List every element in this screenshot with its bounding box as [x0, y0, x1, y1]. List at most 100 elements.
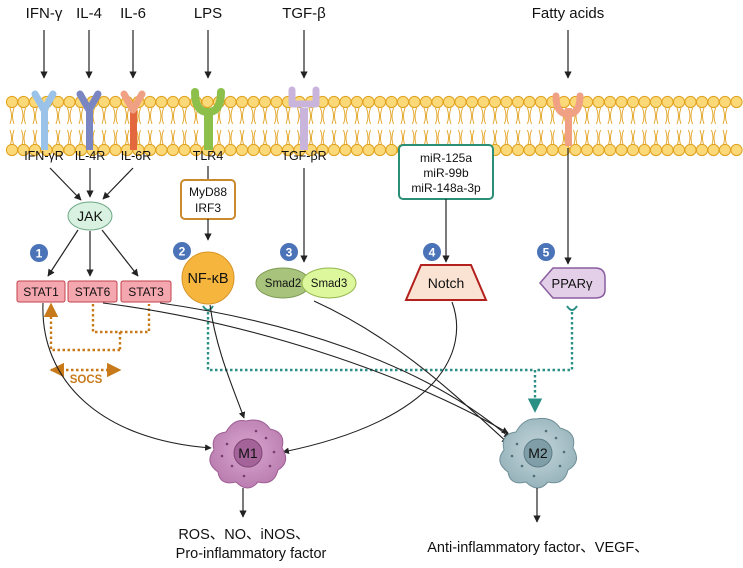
lipid-tail: [607, 129, 610, 147]
lipid-tail: [504, 107, 507, 125]
lipid-head: [523, 143, 536, 157]
lipid-head: [672, 143, 686, 157]
stat1-box: STAT1: [16, 280, 66, 303]
lipid-tail: [676, 129, 679, 147]
smad3-node: Smad3: [301, 267, 357, 299]
lipid-tail: [596, 129, 599, 147]
lipid-tail: [366, 107, 369, 125]
lipid-tail: [354, 107, 357, 125]
lipid-tail: [483, 107, 486, 125]
ifn-gamma-receptor: [31, 90, 57, 150]
lipid-tail: [58, 129, 61, 147]
lipid-tail: [414, 107, 417, 125]
lipid-tail: [124, 107, 127, 125]
lipid-head: [166, 143, 180, 157]
lipid-head: [626, 95, 640, 109]
lipid-tail: [253, 129, 256, 147]
lipid-tail: [550, 129, 553, 147]
lipid-tail: [403, 129, 406, 147]
lipid-tail: [679, 107, 682, 125]
lipid-tail: [67, 129, 70, 147]
il4-receptor: [76, 90, 102, 150]
lipid-tail: [403, 107, 406, 125]
svg-text:5: 5: [543, 246, 550, 260]
ppar-inhibit-cup: [566, 305, 578, 311]
lipid-tail: [653, 129, 656, 147]
lipid-head: [5, 143, 19, 157]
lipid-head: [109, 143, 122, 157]
lipid-tail: [230, 129, 233, 147]
lipid-tail: [400, 107, 403, 125]
lipid-head: [500, 95, 513, 109]
lipid-tail: [391, 129, 394, 147]
lipid-head: [534, 143, 548, 157]
lipid-tail: [423, 107, 426, 125]
ligand-lps: LPS: [194, 5, 222, 22]
lipid-tail: [529, 107, 532, 125]
lipid-head: [224, 143, 237, 157]
lipid-tail: [345, 129, 348, 147]
lipid-tail: [9, 107, 12, 125]
lipid-tail: [584, 107, 587, 125]
lipid-head: [523, 95, 536, 109]
lipid-tail: [127, 107, 130, 125]
arrow-stat6-m2: [102, 302, 509, 434]
lipid-head: [350, 143, 364, 157]
lipid-tail: [182, 107, 185, 125]
notch-label: Notch: [428, 275, 465, 291]
ppar-label: PPARγ: [552, 276, 593, 291]
lipid-tail: [492, 129, 495, 147]
lipid-tail: [55, 129, 58, 147]
svg-text:Smad3: Smad3: [311, 278, 347, 290]
lipid-head: [258, 143, 272, 157]
svg-text:IRF3: IRF3: [195, 201, 221, 215]
lipid-tail: [147, 107, 150, 125]
svg-text:4: 4: [429, 246, 436, 260]
ligand-ifn-gamma: IFN-γ: [26, 5, 63, 22]
lipid-tail: [630, 107, 633, 125]
lipid-head: [684, 95, 697, 109]
lipid-tail: [633, 129, 636, 147]
lipid-tail: [518, 129, 521, 147]
lipid-tail: [138, 107, 141, 125]
lipid-head: [63, 95, 76, 109]
lipid-head: [339, 143, 352, 157]
lipid-tail: [138, 129, 141, 147]
nfkb-inhibit-cup: [202, 305, 214, 311]
lipid-head: [477, 95, 490, 109]
lipid-tail: [12, 107, 15, 125]
lipid-tail: [552, 107, 555, 125]
lipid-head: [454, 95, 467, 109]
lipid-tail: [216, 129, 219, 147]
lipid-tail: [725, 107, 728, 125]
lipid-tail: [285, 129, 288, 147]
lipid-head: [661, 95, 674, 109]
lipid-head: [178, 95, 191, 109]
lipid-tail: [538, 129, 541, 147]
arrow-jak-stat1: [47, 229, 79, 277]
lipid-tail: [228, 107, 231, 125]
arrow-stat3-m2: [159, 302, 511, 439]
lipid-head: [17, 95, 30, 109]
lipid-head: [327, 95, 341, 109]
lipid-tail: [311, 107, 314, 125]
badge-3: 3: [280, 243, 298, 261]
lipid-tail: [699, 129, 702, 147]
nfkb-label: NF-κB: [187, 271, 228, 287]
lipid-head: [730, 95, 743, 109]
label-il4r: IL-4R: [75, 149, 106, 163]
lipid-tail: [460, 129, 463, 147]
lipid-head: [615, 95, 628, 109]
lipid-tail: [506, 129, 509, 147]
lipid-tail: [449, 129, 452, 147]
lipid-tail: [690, 107, 693, 125]
label-tgf-beta-r: TGF-βR: [281, 149, 326, 163]
lipid-tail: [573, 129, 576, 147]
lipid-tail: [423, 129, 426, 147]
svg-text:STAT1: STAT1: [23, 285, 59, 299]
lipid-head: [155, 95, 168, 109]
lipid-tail: [124, 129, 127, 147]
badge-4: 4: [423, 243, 441, 261]
lipid-head: [569, 143, 582, 157]
